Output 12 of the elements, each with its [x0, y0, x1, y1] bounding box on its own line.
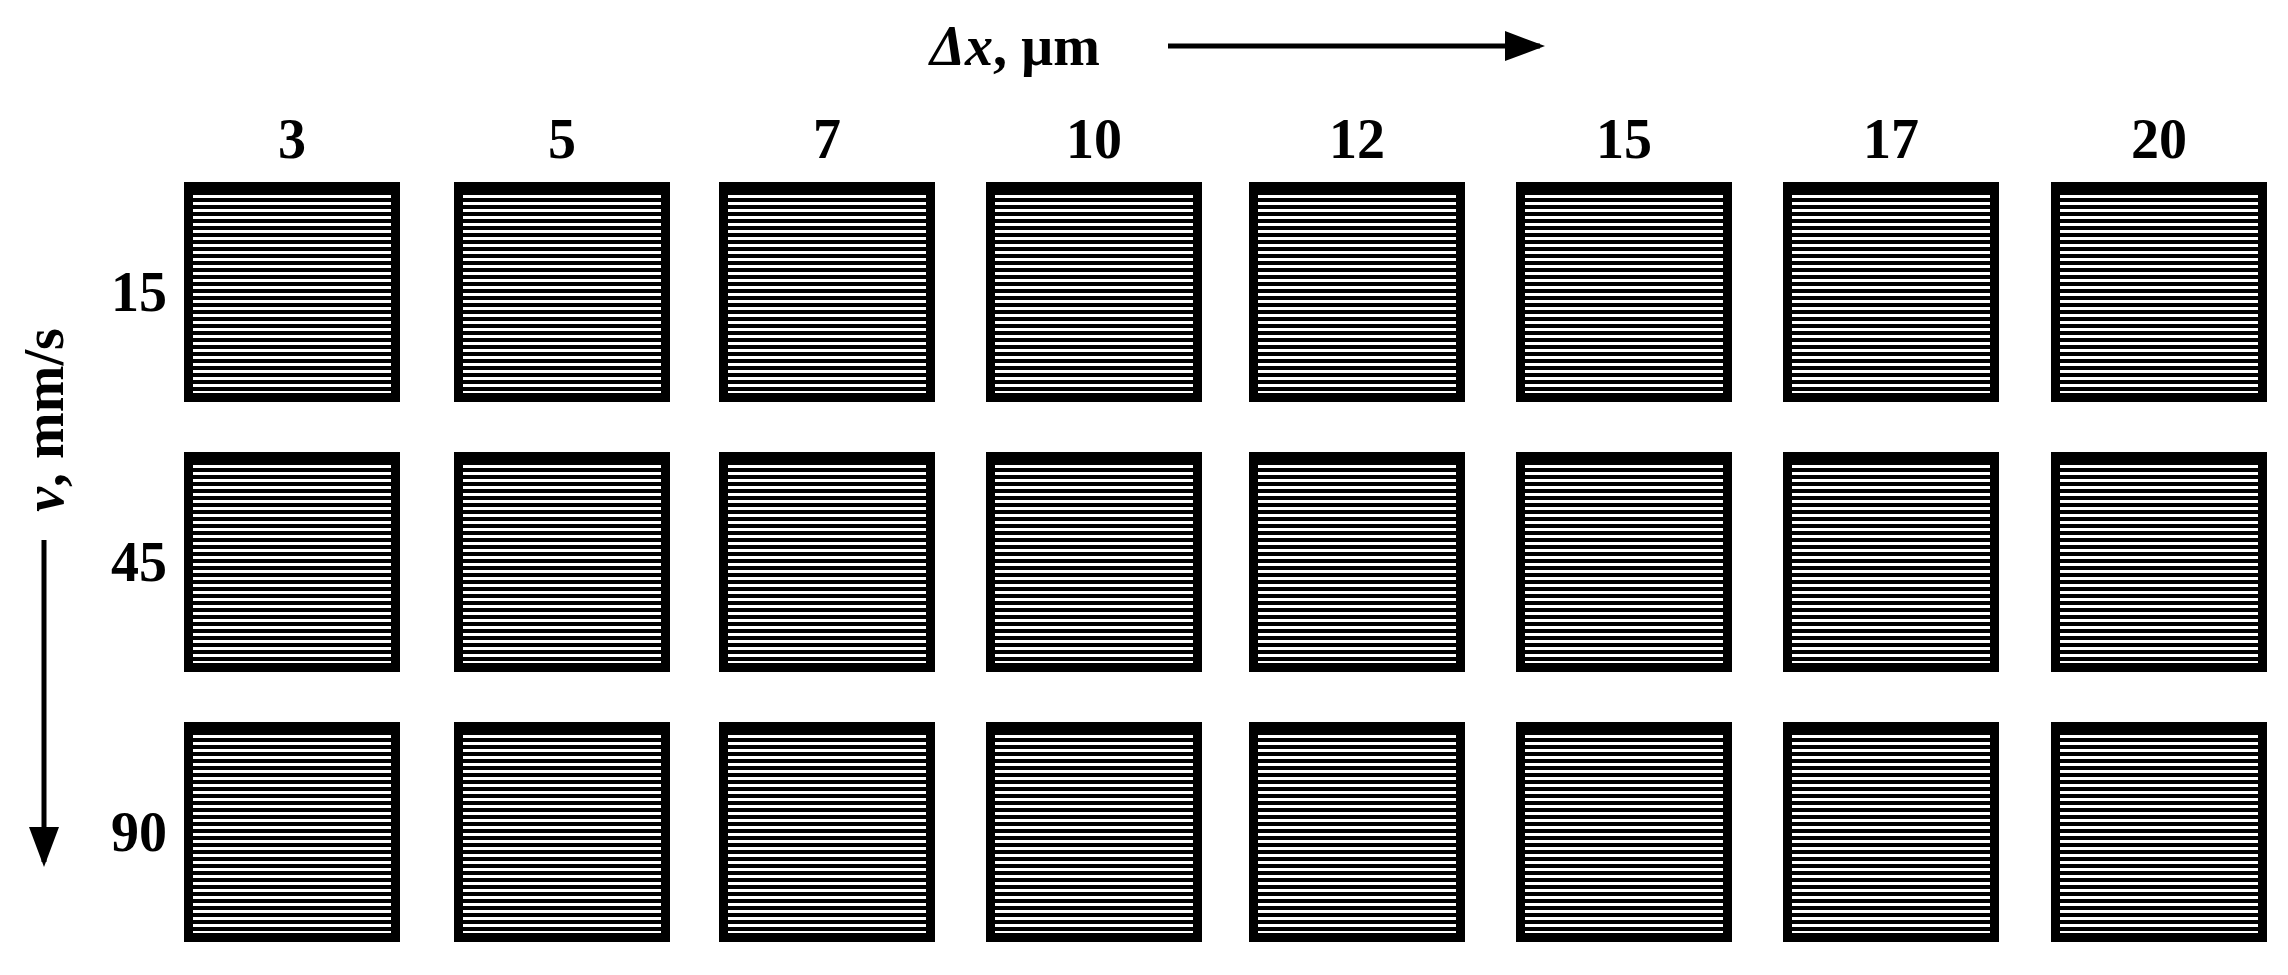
- column-label: 7: [813, 111, 841, 167]
- row-label: 90: [111, 804, 167, 860]
- column-label: 15: [1596, 111, 1652, 167]
- row-label: 45: [111, 534, 167, 590]
- axis-title: v, mm/s: [16, 328, 72, 512]
- column-label: 12: [1329, 111, 1385, 167]
- column-label: 20: [2131, 111, 2187, 167]
- row-label: 15: [111, 264, 167, 320]
- column-label: 3: [278, 111, 306, 167]
- column-label: 10: [1066, 111, 1122, 167]
- column-label: 17: [1863, 111, 1919, 167]
- column-label: 5: [548, 111, 576, 167]
